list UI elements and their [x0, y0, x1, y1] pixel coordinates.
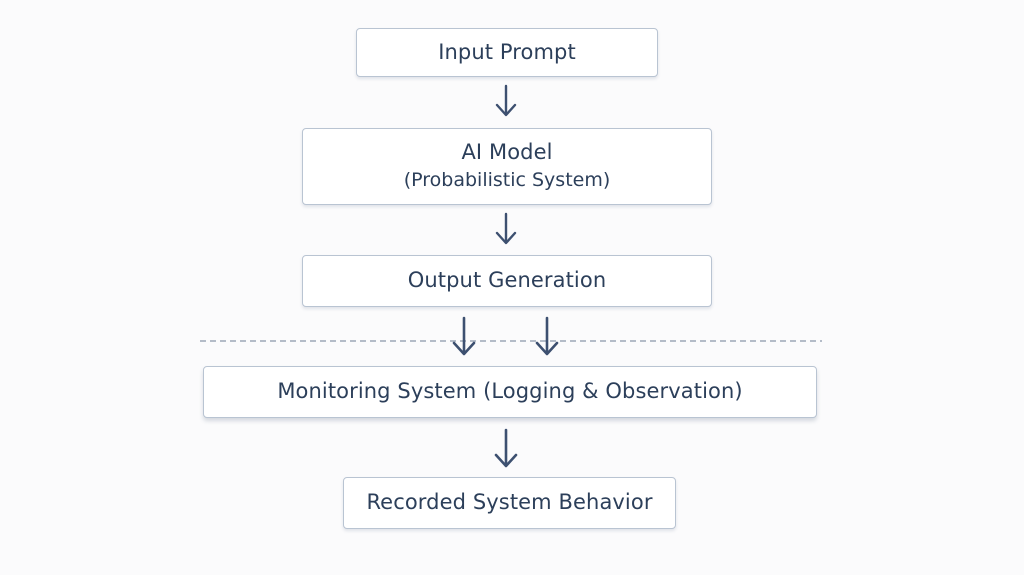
arrow-input-to-model — [495, 84, 517, 117]
arrow-model-to-output — [495, 212, 517, 245]
arrow-output-to-monitor-right — [535, 316, 559, 356]
ai-model-label: AI Model — [461, 140, 553, 165]
monitoring-system-label: Monitoring System (Logging & Observation… — [277, 379, 743, 404]
input-prompt-label: Input Prompt — [438, 39, 576, 64]
input-prompt-box: Input Prompt — [356, 28, 658, 77]
arrow-output-to-monitor-left — [452, 316, 476, 356]
recorded-behavior-label: Recorded System Behavior — [366, 490, 653, 515]
recorded-behavior-box: Recorded System Behavior — [343, 477, 676, 529]
output-generation-box: Output Generation — [302, 255, 712, 307]
ai-model-sublabel: (Probabilistic System) — [403, 169, 611, 192]
arrow-monitor-to-recorded — [494, 428, 518, 468]
output-generation-label: Output Generation — [407, 268, 607, 293]
monitoring-system-box: Monitoring System (Logging & Observation… — [203, 366, 817, 418]
ai-model-box: AI Model (Probabilistic System) — [302, 128, 712, 205]
